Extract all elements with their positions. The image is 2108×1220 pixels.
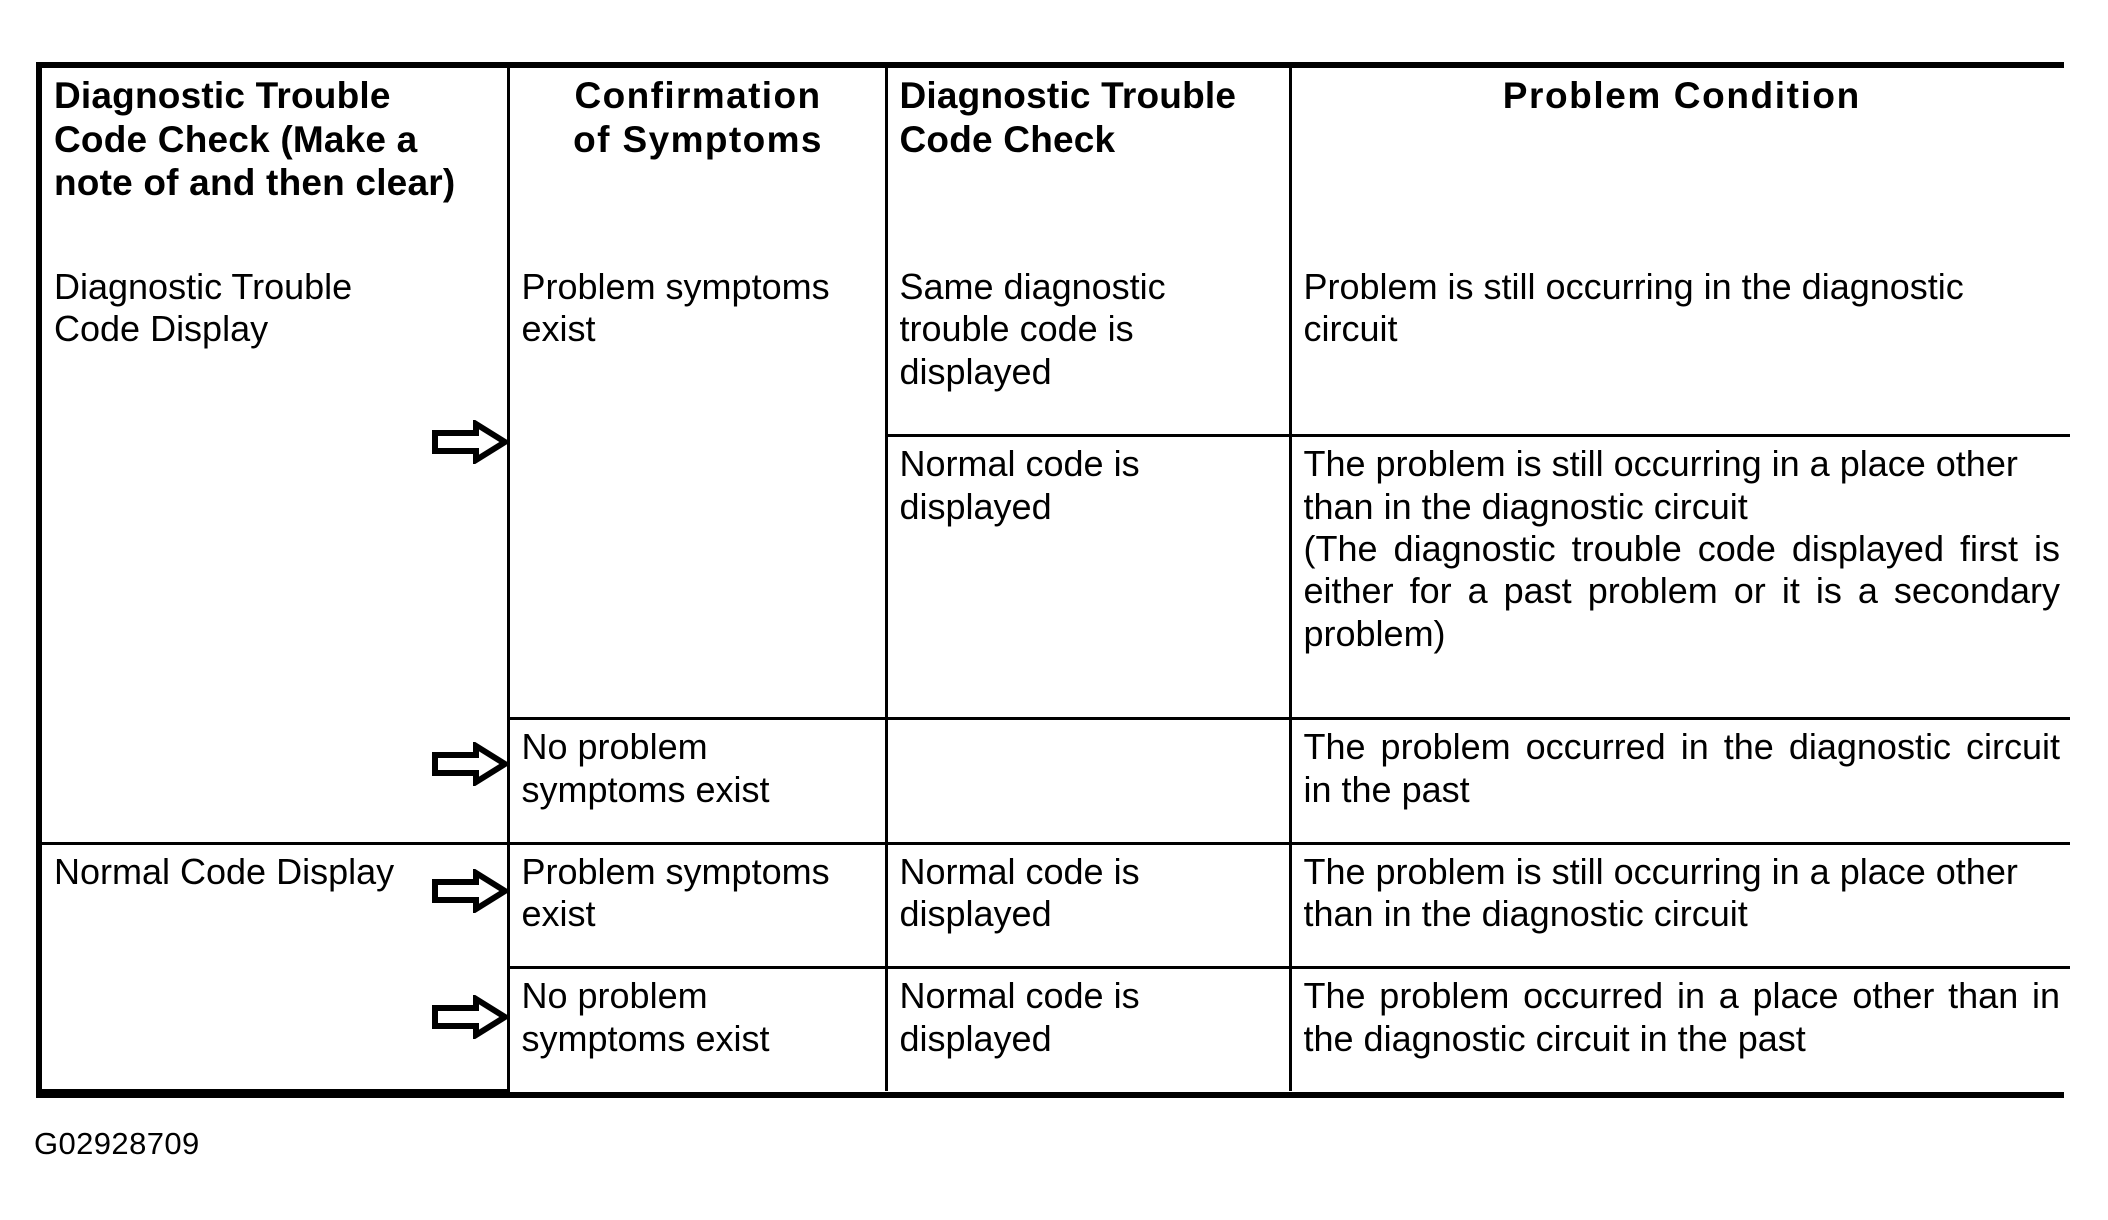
cell-dtc-check-empty (884, 717, 1292, 845)
header-row: Diagnostic Trouble Code Check (Make a no… (42, 68, 2070, 260)
cell-dtc-display-group: Diagnostic Trouble Code Display (42, 260, 510, 845)
table-row: No problem symptoms exist Normal code is… (42, 966, 2070, 1091)
cell-paragraph: Problem is still occurring in the diagno… (1303, 266, 1964, 350)
cell-paragraph: The problem occurred in a place other th… (1303, 975, 2061, 1059)
table-row: Normal code is displayed The problem is … (42, 434, 2070, 721)
header-line: Confirmation (574, 75, 822, 116)
cell-paragraph: The problem is still occurring in a plac… (1303, 850, 2018, 935)
cell-problem-condition-5: The problem occurred in a place other th… (1288, 966, 2070, 1091)
cell-line: displayed (899, 893, 1052, 935)
cell-line: exist (521, 893, 596, 935)
cell-line: trouble code is (899, 308, 1134, 350)
cell-paragraph: (The diagnostic trouble code displayed f… (1303, 527, 2061, 654)
cell-problem-condition-3: The problem occurred in the diagnostic c… (1288, 717, 2070, 845)
cell-problem-condition-1: Problem is still occurring in the diagno… (1288, 260, 2070, 438)
cell-normal-code-displayed-5: Normal code is displayed (884, 966, 1292, 1091)
figure-caption: G02928709 (34, 1126, 200, 1161)
header-cell-confirmation: Confirmation of Symptoms (506, 68, 888, 260)
cell-paragraph: The problem is still occurring in a plac… (1303, 443, 2018, 527)
header-line: note of and then clear) (54, 162, 456, 204)
cell-line: No problem (521, 975, 708, 1017)
dtc-check-table: Diagnostic Trouble Code Check (Make a no… (36, 62, 2070, 1098)
header-cell-dtc-check-first: Diagnostic Trouble Code Check (Make a no… (42, 68, 510, 260)
cell-line: Same diagnostic (899, 266, 1166, 307)
cell-line: displayed (899, 350, 1052, 392)
header-line: Code Check (Make a (54, 118, 418, 160)
cell-problem-condition-2: The problem is still occurring in a plac… (1288, 434, 2070, 721)
cell-line: Code Display (54, 308, 269, 350)
cell-line: symptoms exist (521, 768, 770, 810)
cell-line: symptoms exist (521, 1017, 770, 1059)
cell-problem-symptoms-exist-1: Problem symptoms exist (431, 260, 888, 721)
header-line: Diagnostic Trouble (54, 75, 391, 116)
header-line: of Symptoms (573, 118, 823, 160)
cell-line: Normal code is (899, 443, 1140, 485)
cell-line: displayed (899, 1017, 1052, 1059)
cell-line: displayed (899, 485, 1052, 527)
table-body: Diagnostic Trouble Code Display Problem … (42, 260, 2070, 1093)
header-cell-dtc-check-second: Diagnostic Trouble Code Check (884, 68, 1292, 260)
table-row: No problem symptoms exist The problem oc… (42, 717, 2070, 845)
cell-normal-code-display-group: Normal Code Display (42, 841, 510, 1093)
cell-line: Problem symptoms (521, 266, 830, 307)
cell-line: Normal code is (899, 850, 1140, 892)
cell-same-dtc-displayed: Same diagnostic trouble code is displaye… (884, 260, 1292, 438)
cell-line: Normal Code Display (54, 850, 395, 892)
table-row: Diagnostic Trouble Code Display Problem … (42, 260, 2070, 845)
cell-normal-code-displayed-2: Normal code is displayed (886, 434, 1292, 721)
cell-line: Problem symptoms (521, 850, 830, 892)
cell-problem-condition-4: The problem is still occurring in a plac… (1288, 841, 2070, 970)
cell-normal-code-displayed-4: Normal code is displayed (884, 841, 1292, 970)
header-cell-problem-condition: Problem Condition (1288, 68, 2070, 260)
cell-no-problem-symptoms-2: No problem symptoms exist (431, 966, 888, 1091)
cell-paragraph: The problem occurred in the diagnostic c… (1303, 726, 2061, 810)
header-line: Problem Condition (1502, 75, 1861, 116)
cell-line: Normal code is (899, 975, 1140, 1017)
cell-problem-symptoms-exist-2: Problem symptoms exist (431, 841, 888, 970)
table-row: Normal Code Display Problem symptoms exi… (42, 841, 2070, 1093)
table-header: Diagnostic Trouble Code Check (Make a no… (42, 68, 2070, 260)
cell-line: No problem (521, 726, 708, 768)
header-line: Diagnostic Trouble (899, 75, 1237, 116)
cell-line: exist (521, 308, 596, 350)
header-line: Code Check (899, 118, 1116, 160)
cell-no-problem-symptoms-1: No problem symptoms exist (431, 717, 888, 845)
cell-line: Diagnostic Trouble (54, 266, 353, 307)
